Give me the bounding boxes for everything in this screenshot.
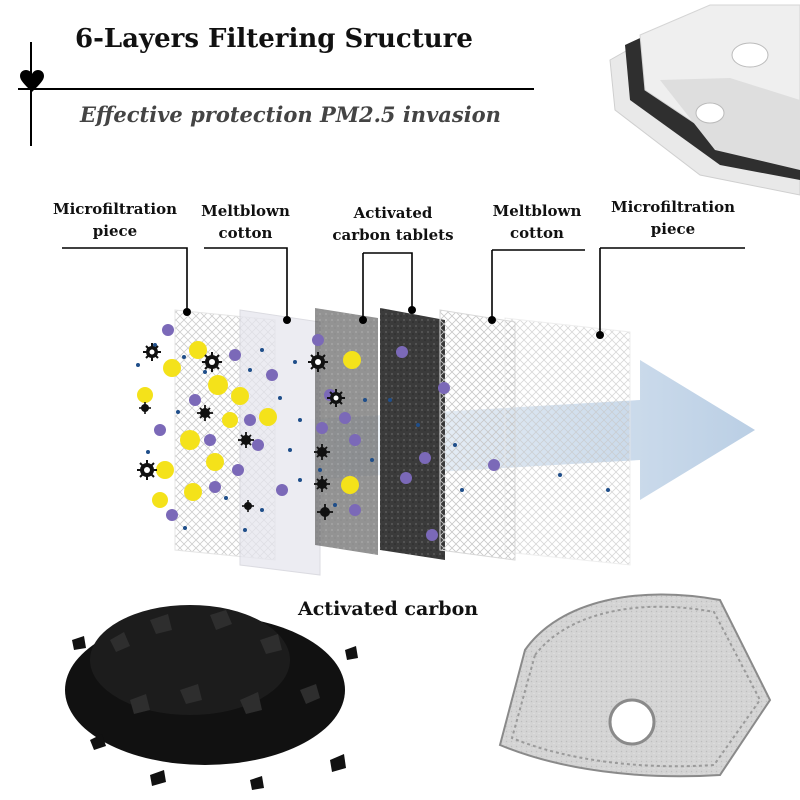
- layer-label-activated-carbon-tablets: Activated carbon tablets: [332, 204, 454, 244]
- activated-carbon-pile: [65, 605, 358, 790]
- page-subtitle: Effective protection PM2.5 invasion: [80, 102, 501, 127]
- heart-icon: [20, 70, 44, 94]
- label-leaders: [62, 247, 745, 335]
- layer-meltblown-1: [239, 309, 321, 576]
- layer-carbon-1: [315, 308, 378, 555]
- layer-label-meltblown-2: Meltblown cotton: [492, 202, 582, 242]
- layer-microfiltration-2: [504, 317, 631, 566]
- label-leader-dots: [183, 306, 604, 339]
- title-underline: [44, 88, 534, 90]
- layer-carbon-2: [380, 308, 445, 560]
- page-title: 6-Layers Filtering Sructure: [75, 24, 473, 54]
- mask-layers-photo: [609, 4, 800, 196]
- particles-yellow: [137, 341, 361, 508]
- layer-label-microfiltration-2: Microfiltration piece: [610, 198, 736, 238]
- activated-carbon-label: Activated carbon: [298, 598, 479, 620]
- layer-label-microfiltration-1: Microfiltration piece: [52, 200, 178, 240]
- particles-fine: [136, 343, 610, 532]
- layer-label-meltblown-1: Meltblown cotton: [201, 202, 290, 242]
- layer-meltblown-2: [439, 309, 516, 561]
- virus-icon: [137, 343, 345, 520]
- title-vertical-rule: [30, 42, 32, 146]
- filter-pad-photo: [498, 593, 772, 778]
- filter-layers: [174, 308, 631, 576]
